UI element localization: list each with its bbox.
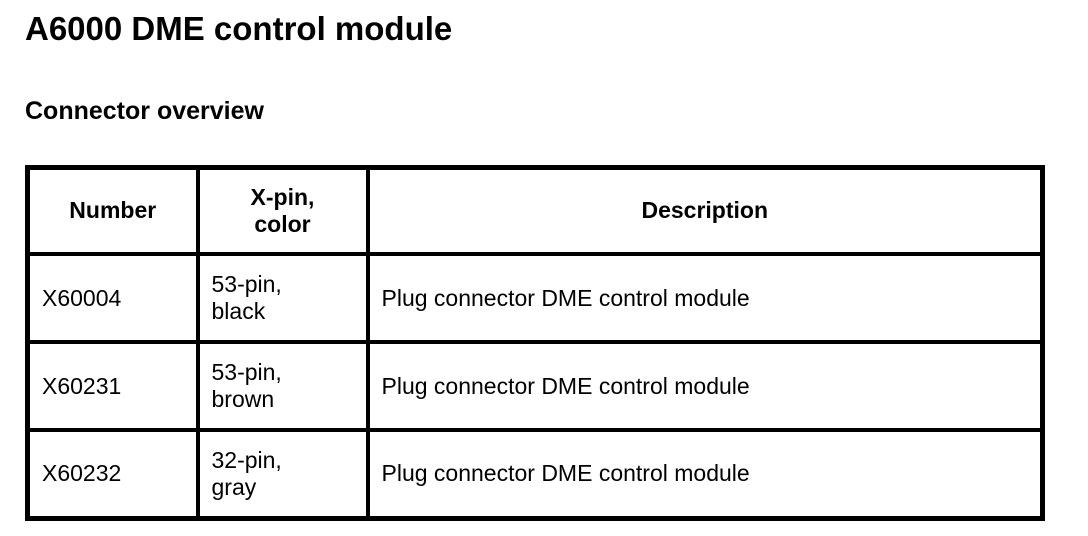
cell-connector-number: X60231 (25, 340, 200, 433)
table-header-row: Number X-pin, color Description (25, 165, 1045, 257)
column-header-pin-color: X-pin, color (195, 165, 370, 257)
page-title: A6000 DME control module (25, 10, 453, 47)
connector-overview-table: Number X-pin, color Description X60004 5… (25, 164, 1045, 521)
cell-description: Plug connector DME control module (365, 340, 1045, 433)
column-header-number: Number (25, 165, 200, 257)
cell-pin-color: 32-pin, gray (195, 428, 370, 521)
cell-connector-number: X60004 (25, 252, 200, 345)
cell-pin-color: 53-pin, black (195, 252, 370, 345)
table-row: X60232 32-pin, gray Plug connector DME c… (25, 428, 1045, 521)
section-heading-connector-overview: Connector overview (25, 96, 264, 125)
table-row: X60004 53-pin, black Plug connector DME … (25, 252, 1045, 345)
cell-description: Plug connector DME control module (365, 252, 1045, 345)
cell-pin-color: 53-pin, brown (195, 340, 370, 433)
cell-connector-number: X60232 (25, 428, 200, 521)
column-header-description: Description (365, 165, 1045, 257)
cell-description: Plug connector DME control module (365, 428, 1045, 521)
table-row: X60231 53-pin, brown Plug connector DME … (25, 340, 1045, 433)
